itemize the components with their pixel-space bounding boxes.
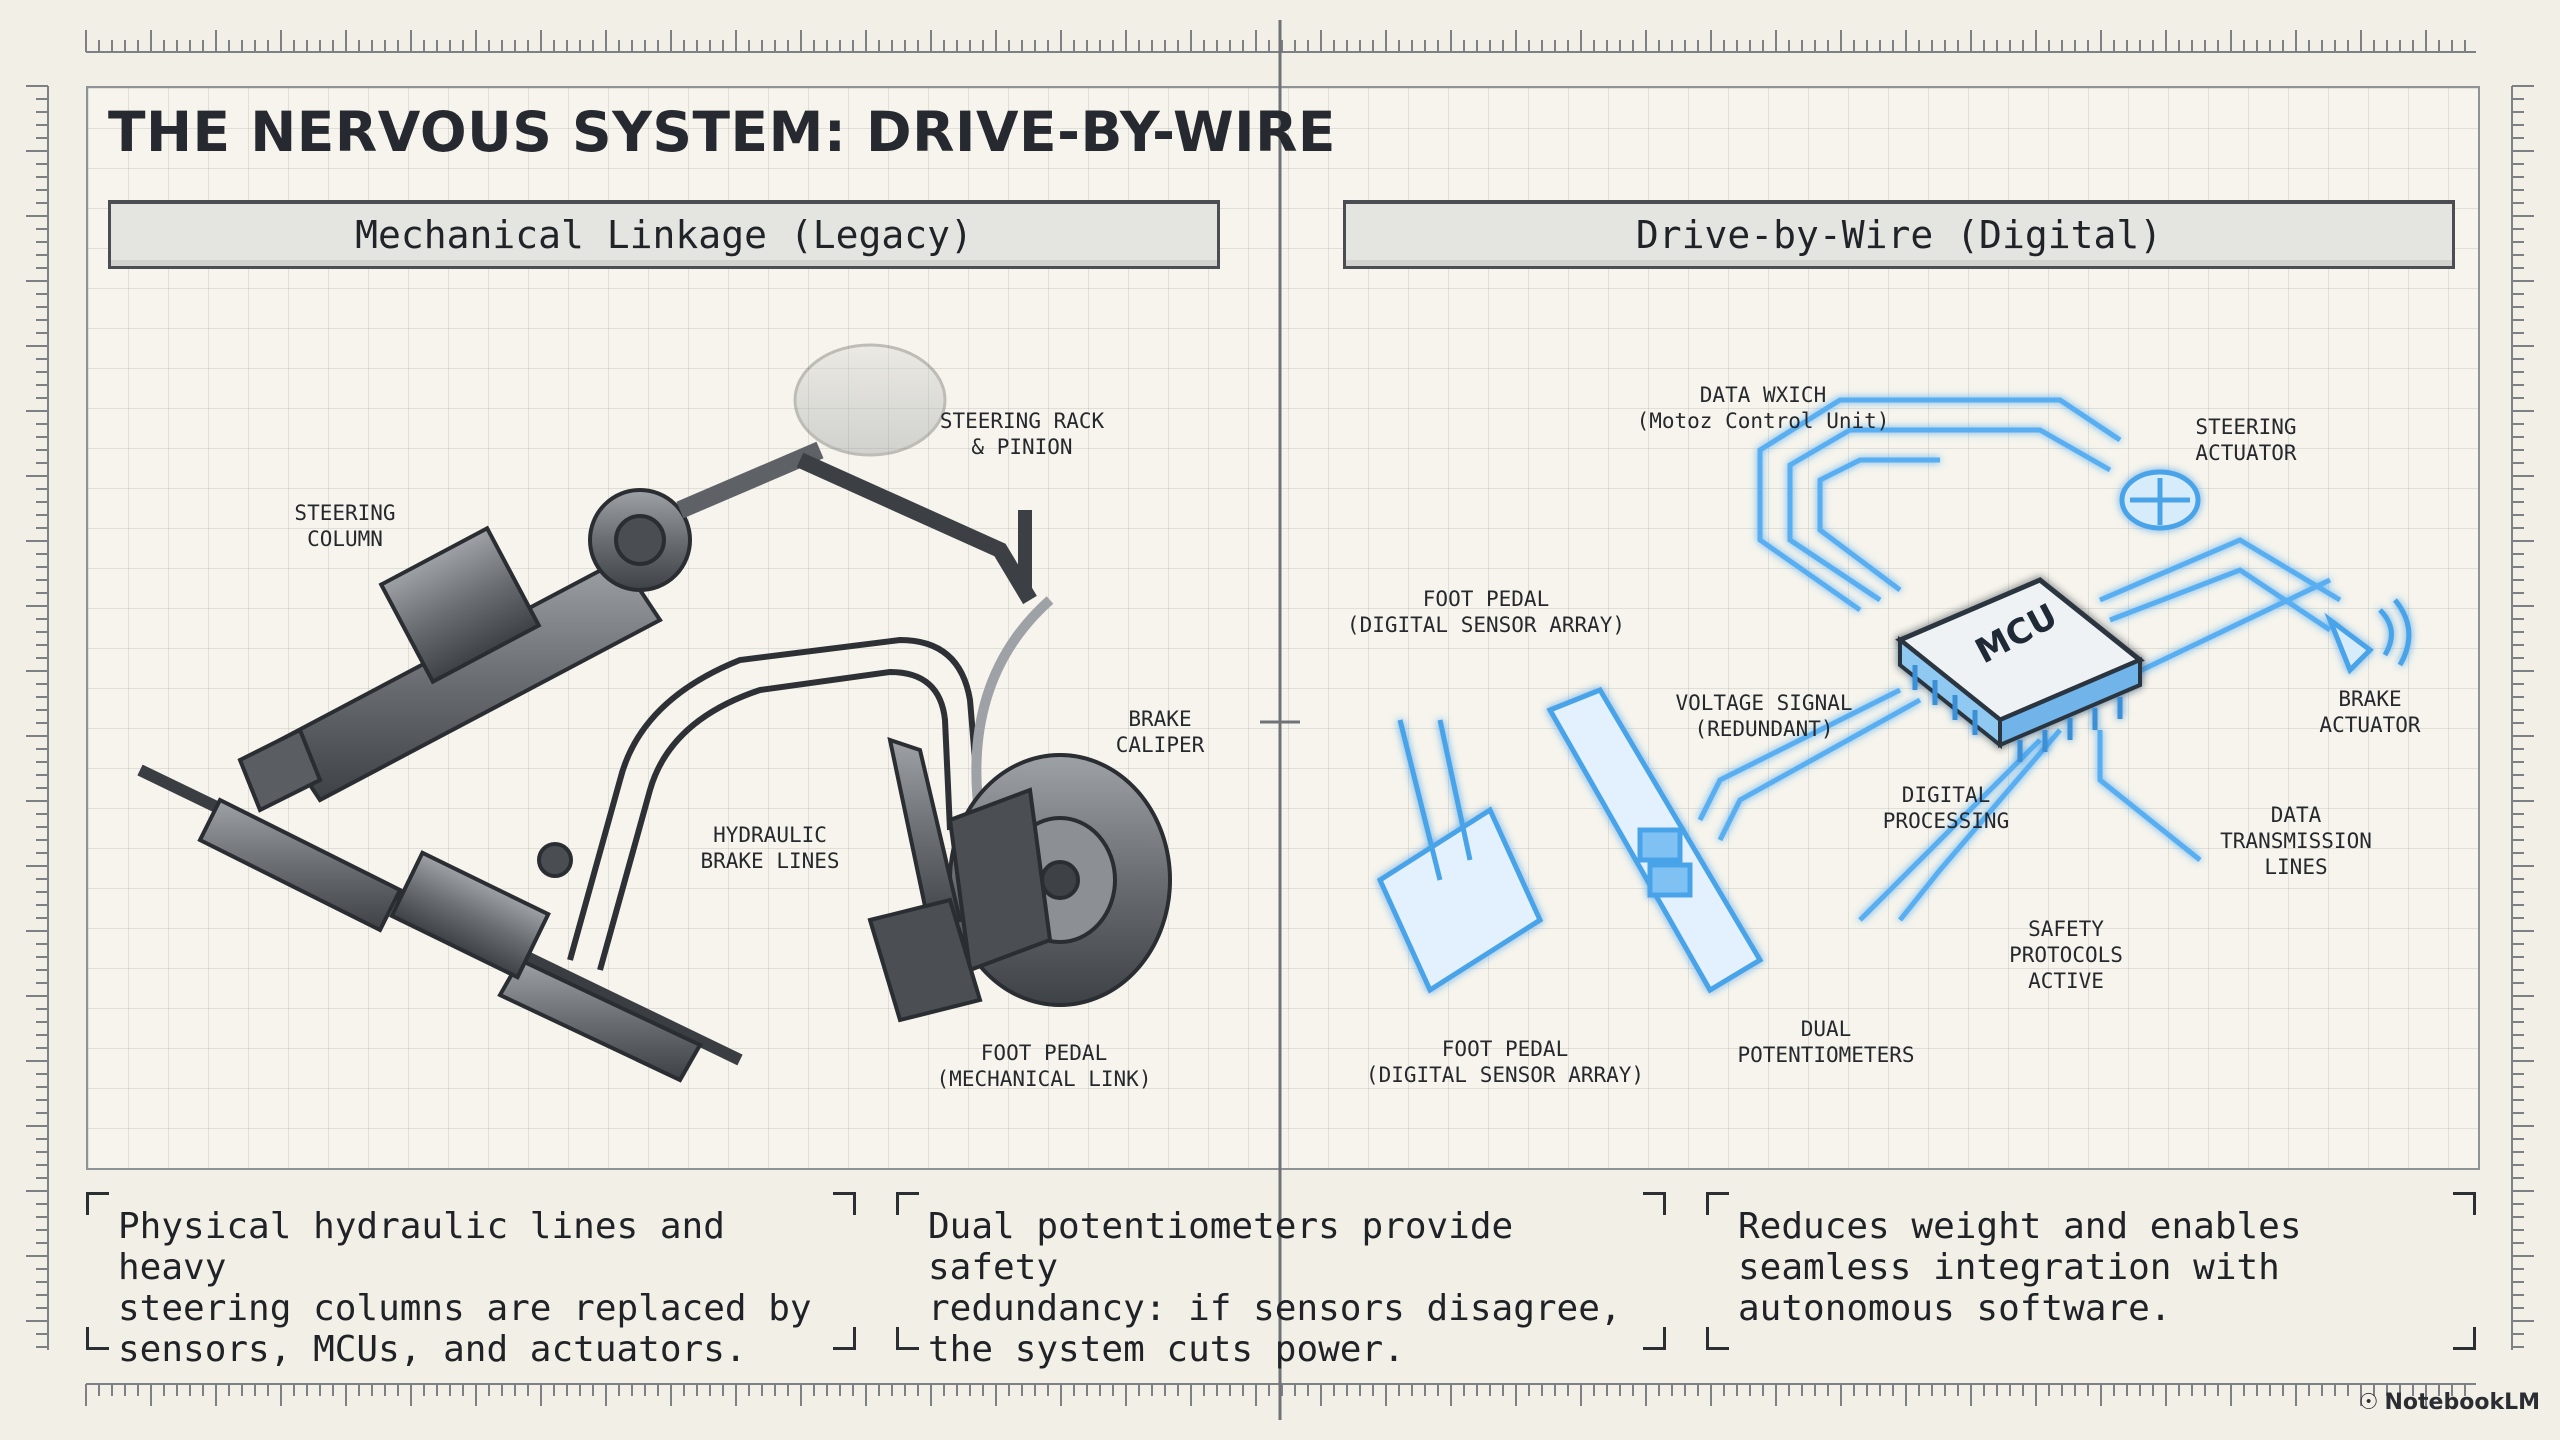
right-panel-header: Drive-by-Wire (Digital)	[1343, 200, 2455, 269]
notebooklm-icon: ☉	[2358, 1390, 2379, 1415]
caption-box-3: Reduces weight and enables seamless inte…	[1706, 1192, 2476, 1350]
digital-foot-pedals	[1376, 686, 1764, 994]
lower-steering-rack	[137, 764, 743, 1083]
mechanical-linkage-illustration	[137, 343, 1172, 1083]
label-foot-pedal-bottom: FOOT PEDAL (DIGITAL SENSOR ARRAY)	[1365, 1037, 1645, 1087]
label-foot-pedal-top: FOOT PEDAL (DIGITAL SENSOR ARRAY)	[1346, 587, 1626, 637]
page-title: THE NERVOUS SYSTEM: DRIVE-BY-WIRE	[108, 100, 1337, 164]
label-safety-protocols: SAFETY PROTOCOLS ACTIVE	[2009, 917, 2123, 993]
label-steering-actuator: STEERING ACTUATOR	[2195, 415, 2297, 465]
faded-housing	[793, 343, 947, 457]
label-hydraulic-lines: HYDRAULIC BRAKE LINES	[700, 823, 840, 873]
caption-box-1: Physical hydraulic lines and heavy steer…	[86, 1192, 856, 1370]
caption-box-2: Dual potentiometers provide safety redun…	[896, 1192, 1666, 1370]
brand-name: NotebookLM	[2384, 1390, 2540, 1415]
label-brake-actuator: BRAKE ACTUATOR	[2319, 687, 2421, 737]
left-panel-header: Mechanical Linkage (Legacy)	[108, 200, 1220, 269]
label-data-transmission-lines: DATA TRANSMISSION LINES	[2220, 803, 2372, 879]
label-brake-caliper: BRAKE CALIPER	[1115, 707, 1205, 757]
label-mechanical-foot-pedal: FOOT PEDAL (MECHANICAL LINK)	[936, 1041, 1152, 1091]
drive-by-wire-illustration: MCU	[1376, 397, 2412, 994]
label-steering-rack: STEERING RACK & PINION	[939, 409, 1105, 459]
steering-column	[237, 441, 824, 813]
label-voltage-signal: VOLTAGE SIGNAL (REDUNDANT)	[1675, 691, 1853, 741]
label-dual-potentiometers: DUAL POTENTIOMETERS	[1737, 1017, 1915, 1067]
center-divider	[1260, 20, 1300, 1420]
steering-actuator-icon	[2119, 469, 2201, 531]
brake-actuator-icon	[2324, 598, 2412, 675]
label-digital-processing: DIGITAL PROCESSING	[1882, 783, 2010, 833]
mcu-chip	[1895, 577, 2145, 762]
steering-rack-link	[796, 452, 1037, 605]
caption-text-2: Dual potentiometers provide safety redun…	[928, 1206, 1622, 1370]
mechanical-foot-pedal	[867, 737, 983, 1023]
brand-logo: ☉ NotebookLM	[2359, 1390, 2540, 1415]
label-data-wxich: DATA WXICH (Motoz Control Unit)	[1636, 383, 1890, 433]
brake-disc	[947, 753, 1172, 1007]
data-transmission-lines	[1697, 397, 2342, 922]
caption-text-1: Physical hydraulic lines and heavy steer…	[118, 1206, 812, 1370]
label-steering-column: STEERING COLUMN	[294, 501, 396, 551]
caption-text-3: Reduces weight and enables seamless inte…	[1738, 1206, 2302, 1329]
hydraulic-brake-lines	[567, 596, 1054, 971]
